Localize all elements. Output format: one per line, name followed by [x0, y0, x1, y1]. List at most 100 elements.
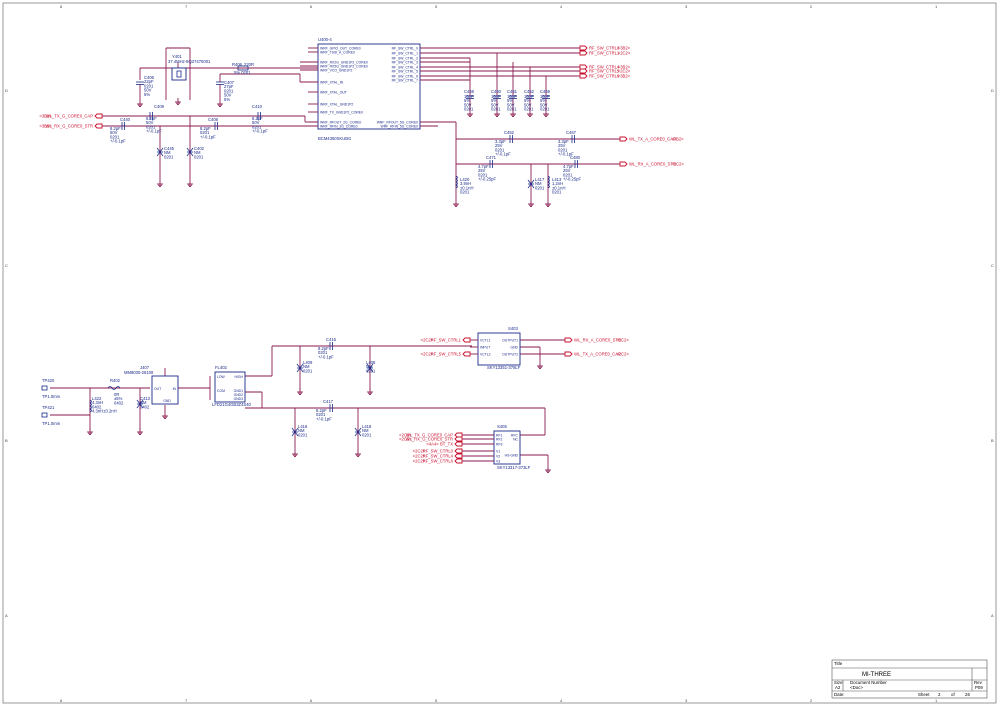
u400-left-pin-name: WRF_RX5G_GND1P2_CORE0	[320, 64, 368, 68]
ctrl-net-0[interactable]: RF_SW_CTRL0<3B2>	[579, 46, 631, 51]
ctrl-net-1[interactable]: RF_SW_CTRL1<2C2>	[579, 51, 631, 56]
cap-c410[interactable]	[257, 112, 261, 120]
cap-c440[interactable]	[121, 122, 125, 130]
resistor-r402[interactable]	[107, 386, 121, 390]
cap-c417[interactable]	[329, 404, 333, 412]
cap-c402[interactable]	[186, 147, 194, 157]
s405-net-3[interactable]: RF_SW_CTRL0<2C2>	[413, 449, 463, 454]
gnd-l417	[528, 200, 534, 207]
gnd-l413	[545, 200, 551, 207]
inductor-l409[interactable]	[296, 363, 304, 373]
s403-net-tx-a[interactable]: WL_TX_A_CORE0_CAP<2C2>	[564, 352, 629, 357]
diplexer-pin-name: HIGH	[235, 375, 244, 379]
cap-c410-values: +/-0.1pF	[252, 129, 268, 134]
s405-net-5[interactable]: RF_SW_CTRL6<2C2>	[413, 459, 463, 464]
grid-row-right: C	[991, 263, 994, 268]
ctrl-net-4[interactable]: RF_SW_CTRL6<3B2>	[579, 74, 631, 79]
doc-value: <Doc>	[850, 685, 863, 690]
inductor-l408[interactable]	[366, 363, 374, 373]
inductor-l422-labels: 4.3nH±0.2nH	[92, 409, 117, 414]
cap-c471[interactable]	[489, 160, 493, 168]
s403-net-rx-a[interactable]: WL_RX_A_CORE0_STR<2C2>	[564, 338, 629, 343]
s403-net-ctrl1[interactable]: RF_SW_CTRL1<2C2>	[421, 338, 471, 343]
cap-c402-labels: C402	[194, 146, 205, 151]
left-net-rx-g[interactable]: WL_RX_G_CORE0_STR<3B2>	[39, 124, 103, 129]
gnd-l408	[367, 388, 373, 395]
cap-c480[interactable]	[574, 160, 578, 168]
ctrl-net-3[interactable]: RF_SW_CTRL5<2C2>	[579, 69, 631, 74]
crystal-y401[interactable]	[171, 67, 187, 81]
cap-c462-values: 10pF	[524, 94, 534, 99]
s405-net-1[interactable]: WL_RX_G_CORE0_STR<2C2>	[399, 437, 463, 442]
chip-u400-part: BCM4350XKUBG	[318, 136, 351, 141]
inductor-l418[interactable]	[354, 427, 362, 437]
resistor-r406-pkg: 5% 0201	[234, 70, 251, 75]
s405-left-pin: V1	[496, 449, 500, 453]
s405-net-4[interactable]: RF_SW_CTRL4<2C2>	[413, 454, 463, 459]
right-net-labels: WL_TX_A_CORE0_CAP<3B2> WL_RX_A_CORE0_STR<…	[619, 137, 684, 167]
grid-col-bottom: 5	[435, 698, 438, 703]
testpoint-tp421[interactable]	[41, 412, 48, 418]
switch-s405-ref: S405	[497, 424, 507, 429]
cap-c407-labels: 0201	[224, 88, 234, 93]
u400-right-pin-name: RF_SW_CTRL_2	[392, 56, 418, 60]
right-net-tx-a[interactable]: WL_TX_A_CORE0_CAP<3B2>	[619, 137, 684, 142]
cap-c445-labels: 0201	[164, 154, 174, 159]
cap-c460-ref: C460	[491, 89, 502, 94]
inductor-l417[interactable]	[527, 179, 535, 189]
cap-c407-labels: C407	[224, 80, 235, 85]
cap-c452[interactable]	[509, 135, 513, 143]
u400-left-pin-name: WRF_XTAL_OUT	[320, 90, 347, 94]
doc-label: Document Number	[850, 680, 887, 685]
crystal-part: 37.4MHz-8Q37470001	[168, 59, 211, 64]
cap-c468-ref: C468	[464, 89, 475, 94]
inductor-l416-labels: L416	[298, 424, 308, 429]
cap-c416-ref: C416	[326, 337, 337, 342]
switch-s403[interactable]: S403 SKY13351-378LF VCTL1INPUTVCTL2OUTPU…	[470, 326, 521, 370]
testpoint-tp420[interactable]	[41, 385, 48, 391]
switch-s405[interactable]: S405 SKY13317-373LF RF1RF2RF3V1V2V3RFCNC…	[462, 424, 531, 470]
cap-c406[interactable]	[136, 81, 144, 85]
cap-c409[interactable]	[149, 112, 153, 120]
chip-u400[interactable]: U400-4 BCM4350XKUBG WRF_GPIO_OUT_CORE0WR…	[308, 37, 421, 141]
cap-c417-values: +/-0.1pF	[316, 416, 332, 421]
cap-c410-values: 50V	[252, 120, 260, 125]
gnd-c413	[137, 428, 143, 435]
cap-c413-labels: NM	[140, 400, 147, 405]
cap-c452-values: 25V	[495, 143, 503, 148]
grid-row-right: B	[991, 438, 994, 443]
cap-c467[interactable]	[571, 135, 575, 143]
cap-c445[interactable]	[156, 147, 164, 157]
grid-col-bottom: 7	[185, 698, 188, 703]
inductor-l413[interactable]	[547, 175, 550, 189]
s405-net-3-label: RF_SW_CTRL0	[423, 449, 454, 454]
inductor-l408-labels: NM	[366, 364, 373, 369]
cap-c407[interactable]	[216, 81, 224, 85]
right-net-rx-a[interactable]: WL_RX_A_CORE0_STR<2C2>	[619, 162, 684, 167]
cap-c413[interactable]	[136, 399, 144, 409]
cap-c408[interactable]	[214, 122, 218, 130]
title-label: Title	[834, 661, 843, 666]
grid-col-bottom: 1	[935, 698, 938, 703]
cap-c469-values: 5%	[540, 98, 546, 103]
s403-net-rx-a-label: WL_RX_A_CORE0_STR	[574, 338, 621, 343]
u400-left-pin-name: WRF_XTAL_GND1P2	[320, 102, 353, 106]
ctrl-net-2[interactable]: RF_SW_CTRL4<3B2>	[579, 65, 631, 70]
resistor-r406[interactable]	[237, 65, 249, 71]
s405-net-2[interactable]: BT_TX<4A4>	[426, 442, 463, 447]
testpoint-tp421-size: TP1.0mm	[42, 421, 61, 426]
left-net-tx-g[interactable]: WL_TX_G_CORE0_CAP<3B2>	[39, 114, 103, 119]
inductor-l422[interactable]	[89, 399, 92, 413]
diplexer-pin-name: COM	[217, 389, 225, 393]
s405-net-0[interactable]: WL_TX_G_CORE0_CAP<2C2>	[399, 433, 463, 438]
s403-net-ctrl5[interactable]: RF_SW_CTRL5<2C2>	[421, 352, 471, 357]
inductor-l416[interactable]	[291, 427, 299, 437]
cap-c416[interactable]	[329, 342, 333, 350]
gnd-c407	[217, 100, 223, 107]
cap-c445-labels: NM	[164, 150, 171, 155]
inductor-l420[interactable]	[455, 175, 458, 189]
s405-net-0-label: WL_TX_G_CORE0_CAP	[406, 433, 453, 438]
inductor-l420-labels: 3.9nH	[460, 181, 471, 186]
